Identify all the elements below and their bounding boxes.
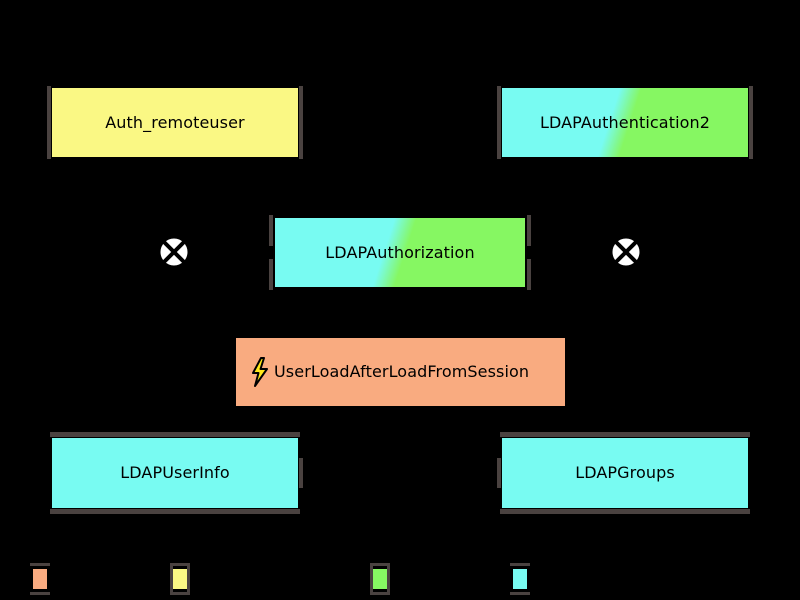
node-edge-bar-top bbox=[500, 432, 750, 437]
node-edge-rail-right bbox=[299, 86, 303, 159]
legend-swatch-green bbox=[373, 569, 387, 589]
legend-cap-top bbox=[30, 563, 50, 566]
legend-swatch-cyan bbox=[513, 569, 527, 589]
lightning-bolt-icon bbox=[250, 357, 270, 387]
node-edge-rail-right-top bbox=[527, 215, 531, 246]
node-ldapuserinfo[interactable]: LDAPUserInfo bbox=[50, 432, 303, 514]
legend-side-right bbox=[387, 566, 390, 592]
node-label: LDAPGroups bbox=[575, 463, 675, 482]
node-label: UserLoadAfterLoadFromSession bbox=[274, 362, 530, 381]
node-ldapgroups[interactable]: LDAPGroups bbox=[497, 432, 750, 514]
node-edge-rail-right bbox=[749, 86, 753, 159]
legend-cap-bottom bbox=[30, 592, 50, 595]
legend-side-left bbox=[170, 566, 173, 592]
legend-side-left bbox=[370, 566, 373, 592]
legend-cap-bottom bbox=[170, 592, 190, 595]
legend-side-right bbox=[187, 566, 190, 592]
legend-cap-top bbox=[170, 563, 190, 566]
legend-item[interactable] bbox=[170, 563, 190, 595]
legend-item[interactable] bbox=[30, 563, 50, 595]
legend-item[interactable] bbox=[370, 563, 390, 595]
legend-cap-bottom bbox=[370, 592, 390, 595]
node-edge-rail-left bbox=[497, 458, 501, 488]
legend-swatch-yellow bbox=[173, 569, 187, 589]
node-edge-rail-left bbox=[47, 86, 51, 159]
node-edge-rail-right bbox=[299, 458, 303, 488]
node-edge-bar-top bbox=[50, 432, 300, 437]
node-edge-bar-bottom bbox=[500, 509, 750, 514]
node-label: Auth_remoteuser bbox=[105, 112, 245, 132]
node-edge-rail-left bbox=[497, 86, 501, 159]
node-label: LDAPAuthorization bbox=[325, 242, 475, 262]
node-label: LDAPAuthentication2 bbox=[539, 112, 711, 132]
node-ldapauthorization[interactable]: LDAPAuthorization bbox=[269, 215, 531, 290]
legend-cap-bottom bbox=[510, 592, 530, 595]
node-edge-rail-left-bottom bbox=[269, 259, 273, 290]
legend-cap-top bbox=[510, 563, 530, 566]
node-label: LDAPUserInfo bbox=[120, 463, 230, 482]
node-userloadafterloadfromsession[interactable]: UserLoadAfterLoadFromSession bbox=[236, 338, 565, 406]
legend-cap-top bbox=[370, 563, 390, 566]
node-ldapauthentication2[interactable]: LDAPAuthentication2 bbox=[497, 86, 753, 159]
crossed-circle-icon-left[interactable] bbox=[156, 234, 192, 270]
legend-item[interactable] bbox=[510, 563, 530, 595]
node-edge-rail-right-bottom bbox=[527, 259, 531, 290]
node-auth-remoteuser[interactable]: Auth_remoteuser bbox=[47, 86, 303, 159]
node-edge-bar-bottom bbox=[50, 509, 300, 514]
crossed-circle-icon-right[interactable] bbox=[608, 234, 644, 270]
legend-swatch-salmon bbox=[33, 569, 47, 589]
node-edge-rail-left-top bbox=[269, 215, 273, 246]
